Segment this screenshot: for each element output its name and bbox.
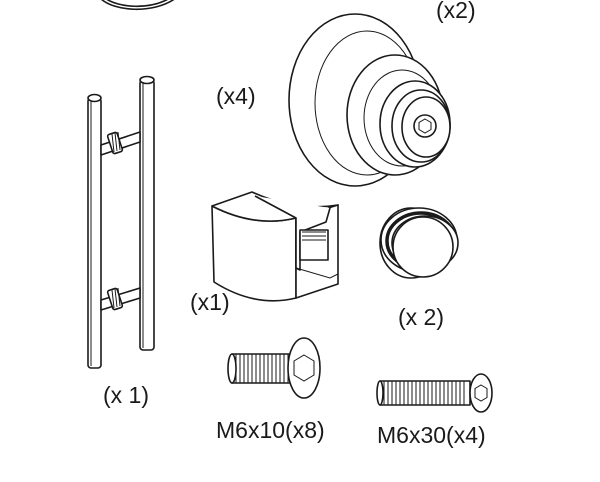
handle-quantity-label: (x 1) [103,382,149,408]
roller-quantity-label: (x2) [436,0,476,23]
long-screw-illustration [376,373,493,413]
long-screw-label: M6x30(x4) [377,422,486,448]
door-handle-illustration [87,75,155,369]
short-screw-illustration [227,337,321,399]
end-cap-illustration [379,207,459,279]
clamp-quantity-label: (x1) [190,289,230,315]
cap-quantity-label: (x 2) [398,304,444,330]
roller-wheel-illustration [288,13,451,187]
wheel-quantity-label: (x4) [216,83,256,109]
cropped-part-top [101,0,175,11]
short-screw-label: M6x10(x8) [216,417,325,443]
glass-clamp-illustration [211,191,339,302]
